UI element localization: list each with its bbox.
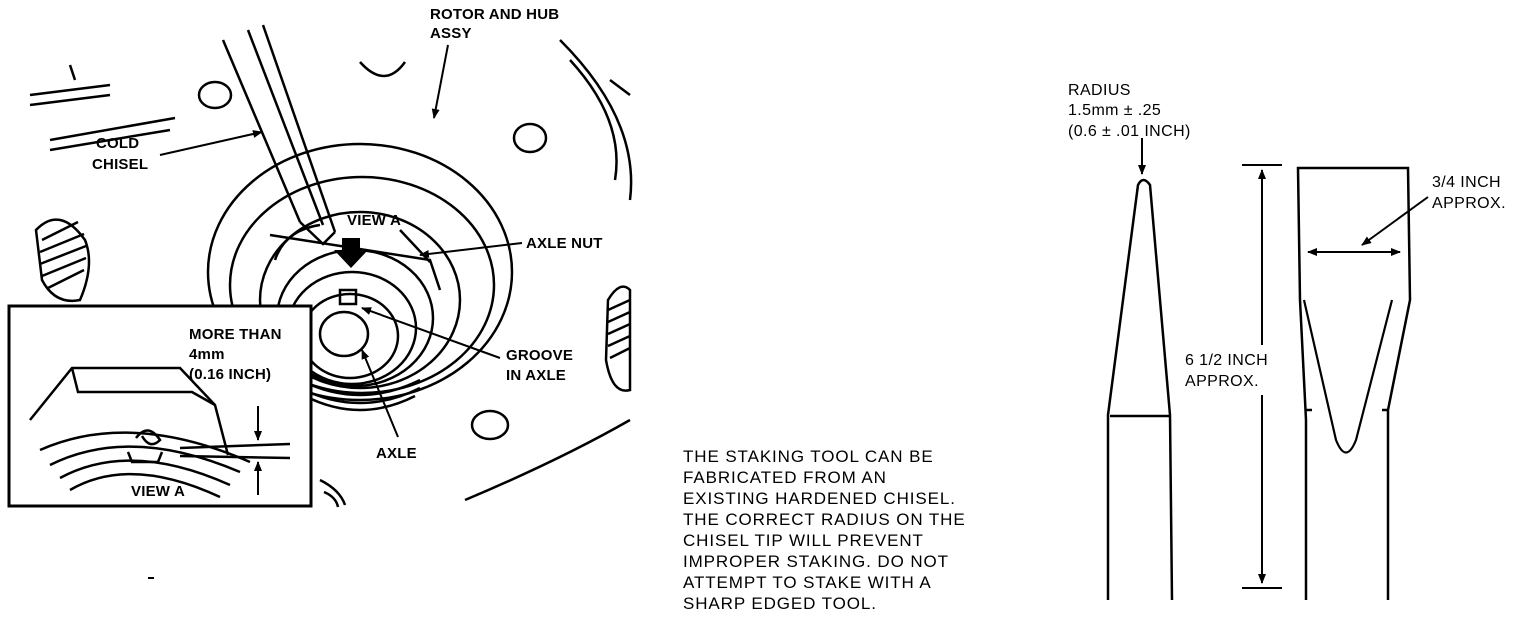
threaded-stud-right — [604, 285, 632, 392]
width-dimension — [1307, 196, 1429, 256]
staking-tool-note: THE STAKING TOOL CAN BE FABRICATED FROM … — [683, 447, 966, 613]
cold-chisel-shape — [221, 24, 337, 246]
lug-bolt-top — [197, 80, 233, 110]
lug-bolt-bottom — [470, 409, 510, 441]
hub-ring-1 — [258, 210, 462, 390]
note-line: CHISEL TIP WILL PREVENT — [683, 531, 924, 550]
threaded-stud-left — [34, 218, 91, 303]
leader-lines — [159, 44, 523, 438]
view-a-inset — [7, 304, 347, 508]
label-view-a-top: VIEW A — [347, 212, 401, 229]
hub-ring-4 — [300, 292, 400, 380]
lug-bolt-right — [512, 122, 548, 154]
label-rotor-line1: ROTOR AND HUB — [430, 6, 559, 23]
note-line: IMPROPER STAKING. DO NOT — [683, 552, 949, 571]
label-rotor-line2: ASSY — [430, 25, 472, 42]
label-length-line1: 6 1/2 INCH — [1185, 352, 1268, 369]
label-more-than-line3: (0.16 INCH) — [189, 366, 271, 383]
chisel-front-profile — [1296, 166, 1412, 600]
label-axle-nut: AXLE NUT — [526, 235, 603, 252]
label-groove-line2: IN AXLE — [506, 367, 566, 384]
label-chisel-line1: COLD — [96, 135, 139, 152]
label-width-line2: APPROX. — [1432, 195, 1506, 212]
note-line: FABRICATED FROM AN — [683, 468, 887, 487]
chisel-side-profile — [1106, 178, 1174, 601]
rotor-outer-arc-2 — [569, 59, 618, 181]
label-chisel-line2: CHISEL — [92, 156, 148, 173]
label-view-a-bottom: VIEW A — [131, 483, 185, 500]
rotor-lower-edge — [464, 418, 631, 502]
note-line: ATTEMPT TO STAKE WITH A — [683, 573, 932, 592]
hub-flange-outer — [206, 142, 514, 402]
note-line: SHARP EDGED TOOL. — [683, 594, 877, 613]
label-width-line1: 3/4 INCH — [1432, 174, 1501, 191]
label-groove-line1: GROOVE — [506, 347, 573, 364]
note-line: THE STAKING TOOL CAN BE — [683, 447, 934, 466]
label-more-than-line1: MORE THAN — [189, 326, 282, 343]
note-line: THE CORRECT RADIUS ON THE — [683, 510, 966, 529]
label-axle: AXLE — [376, 445, 417, 462]
label-length-line2: APPROX. — [1185, 373, 1259, 390]
rotor-outer-arc — [559, 39, 633, 201]
note-line: EXISTING HARDENED CHISEL. — [683, 489, 956, 508]
lug-bolt-arc — [359, 61, 407, 78]
groove-block — [338, 288, 358, 306]
hub-flange-mid — [228, 175, 496, 395]
view-a-arrow — [334, 238, 368, 268]
label-more-than-line2: 4mm — [189, 346, 225, 363]
rotor-right-edge — [609, 79, 631, 96]
length-dimension — [1242, 164, 1282, 589]
label-radius-line1: RADIUS — [1068, 82, 1131, 99]
axle-end — [318, 310, 370, 358]
label-radius-line3: (0.6 ± .01 INCH) — [1068, 123, 1191, 140]
label-radius-line2: 1.5mm ± .25 — [1068, 102, 1161, 119]
